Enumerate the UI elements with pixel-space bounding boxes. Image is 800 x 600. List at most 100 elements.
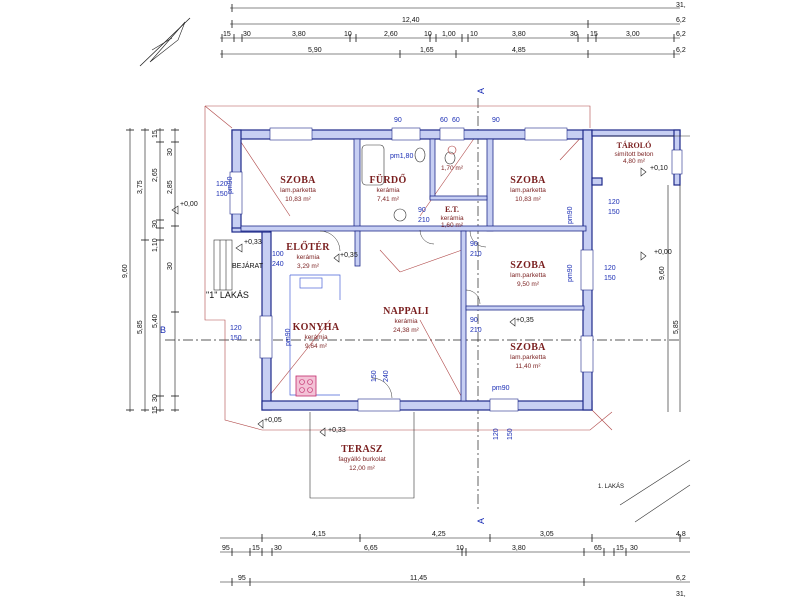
room-nappali: NAPPALI kerámia 24,38 m² — [383, 306, 429, 334]
opening-label: 90 — [418, 207, 426, 214]
level-marker: +0,00 — [180, 201, 198, 208]
opening-label: 240 — [383, 370, 390, 382]
dim-bottom-r2: 15 — [252, 545, 260, 552]
dim-left-inner2: 30 — [167, 148, 174, 156]
dim-top-r3: 1,65 — [420, 47, 434, 54]
room-name: TERASZ — [341, 444, 383, 455]
opening-label: 210 — [418, 217, 430, 224]
dim-top-r3: 5,90 — [308, 47, 322, 54]
dim-bottom-r2: 30 — [274, 545, 282, 552]
room-name: ELŐTÉR — [286, 241, 330, 253]
room-szoba-1: SZOBA lam.parketta 10,83 m² — [280, 175, 316, 203]
opening-label: 120 — [493, 428, 500, 440]
opening-label: 120 — [604, 265, 616, 272]
level-symbol-icon — [171, 167, 647, 437]
opening-label: 150 — [230, 335, 242, 342]
dim-top-r2: 3,80 — [512, 31, 526, 38]
room-floor: fagyálló burkolat — [338, 456, 386, 463]
room-et: E.T. kerámia 1,60 m² — [440, 205, 464, 229]
dim-left-inner: 30 — [152, 220, 159, 228]
room-area: 9,64 m² — [305, 343, 328, 350]
axis-a-line: A A — [476, 88, 486, 524]
dim-left-outer: 9,60 — [122, 264, 129, 278]
dim-top-r2: 30 — [570, 31, 578, 38]
dim-left-inner: 30 — [152, 394, 159, 402]
room-area: 10,83 m² — [515, 196, 541, 203]
level-markers: +0,00 +0,33 +0,35 +0,10 +0,00 +0,35 +0,0… — [180, 165, 672, 434]
kitchen-counter — [289, 274, 341, 396]
dim-bottom-r1: 4,8 — [676, 531, 686, 538]
level-marker: +0,00 — [654, 249, 672, 256]
room-area: 4,80 m² — [623, 158, 646, 165]
dim-right-inner: 5,85 — [673, 320, 680, 334]
opening-label: 90 — [470, 317, 478, 324]
opening-label: pm1,80 — [390, 153, 413, 160]
room-name: SZOBA — [510, 342, 546, 353]
dim-bottom-r2: 95 — [222, 545, 230, 552]
room-floor: kerámia — [376, 187, 400, 194]
room-floor: kerámia — [394, 318, 418, 325]
bottom-dimensions: 4,15 4,25 3,05 4,8 95 15 30 6,65 10 3,80… — [220, 531, 690, 598]
dim-bottom-r2: 6,65 — [364, 545, 378, 552]
dim-left-inner: 1,10 — [152, 238, 159, 252]
dim-bottom-r2: 3,80 — [512, 545, 526, 552]
terrace-outline — [309, 412, 415, 499]
room-name: E.T. — [445, 205, 459, 214]
dim-top-r2: 3,80 — [292, 31, 306, 38]
room-area: 7,41 m² — [377, 196, 400, 203]
room-wc: 1,70 m² — [441, 165, 464, 172]
room-szoba-3: SZOBA lam.parketta 9,50 m² — [510, 260, 546, 288]
dim-bottom-r2: 10 — [456, 545, 464, 552]
room-name: FÜRDŐ — [369, 173, 406, 186]
opening-label: 90 — [394, 117, 402, 124]
level-marker: +0,35 — [516, 317, 534, 324]
opening-annotations: 90 60 60 90 pm1,80 120 150 120 150 120 1… — [216, 117, 620, 440]
room-area: 9,50 m² — [517, 281, 540, 288]
room-area: 1,60 m² — [441, 222, 464, 229]
room-name: SZOBA — [280, 175, 316, 186]
opening-label: 150 — [371, 370, 378, 382]
opening-label: 210 — [470, 327, 482, 334]
dim-top-r2: 30 — [243, 31, 251, 38]
opening-label: pm90 — [567, 206, 574, 224]
windows — [229, 127, 683, 412]
room-floor: lam.parketta — [280, 187, 316, 194]
dim-left-inner2: 30 — [167, 262, 174, 270]
room-area: 10,83 m² — [285, 196, 311, 203]
dim-bottom-right-edge: 31, — [676, 591, 686, 598]
dim-bottom-overall: 6,2 — [676, 575, 686, 582]
room-name: KONYHA — [293, 322, 340, 333]
opening-label: pm90 — [567, 264, 574, 282]
opening-label: 100 — [272, 251, 284, 258]
dim-left-inner: 15 — [152, 130, 159, 138]
opening-label: 120 — [216, 181, 228, 188]
dim-overall-right-top: 6,2 — [676, 17, 686, 24]
room-floor: lam.parketta — [510, 272, 546, 279]
roof-outline — [204, 105, 613, 431]
room-tarolo: TÁROLÓ simított beton 4,80 m² — [614, 140, 653, 165]
room-name: NAPPALI — [383, 306, 429, 317]
dim-top-r2: 15 — [223, 31, 231, 38]
opening-label: 120 — [608, 199, 620, 206]
bathroom-fixtures — [361, 144, 457, 222]
axis-a-label-top: A — [476, 88, 486, 94]
dim-bottom-overall: 95 — [238, 575, 246, 582]
opening-label: 150 — [216, 191, 228, 198]
dim-bottom-r1: 4,25 — [432, 531, 446, 538]
neighbor-lines — [600, 135, 691, 523]
north-arrow-icon — [139, 17, 191, 67]
doors — [319, 229, 487, 399]
dim-left-mid: 3,75 — [137, 180, 144, 194]
dim-bottom-r2: 15 — [616, 545, 624, 552]
dim-top-r2: 2,60 — [384, 31, 398, 38]
stove-icon — [295, 375, 317, 397]
opening-label: 210 — [470, 251, 482, 258]
axis-b-label: B — [160, 325, 166, 335]
apartment-label: "1" LAKÁS — [206, 290, 249, 300]
room-name: TÁROLÓ — [617, 140, 652, 150]
dim-top-r2: 10 — [344, 31, 352, 38]
level-marker: +0,35 — [340, 252, 358, 259]
dim-overall-top: 12,40 — [402, 17, 420, 24]
level-marker: +0,33 — [244, 239, 262, 246]
inner-walls — [240, 138, 587, 402]
